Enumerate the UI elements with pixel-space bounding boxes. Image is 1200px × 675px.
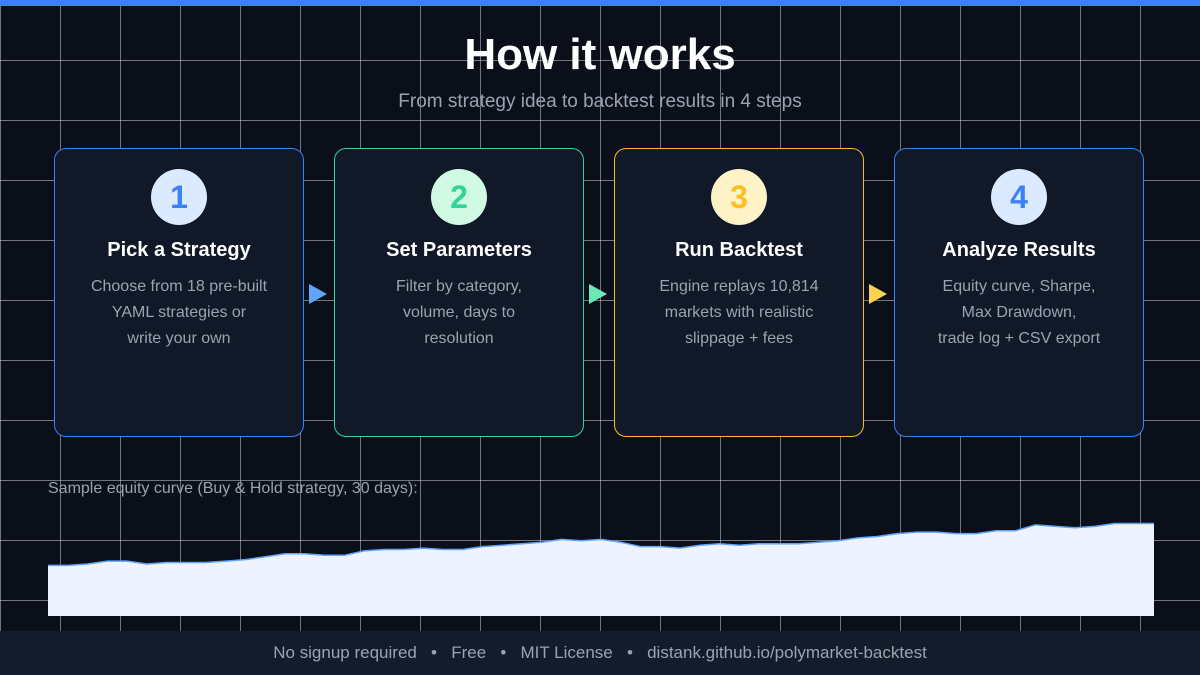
step-description: Engine replays 10,814 markets with reali… xyxy=(659,278,819,347)
equity-curve-chart xyxy=(48,522,1154,616)
step-number-badge: 4 xyxy=(991,169,1047,225)
footer-license: MIT License xyxy=(520,643,613,662)
accent-top-bar xyxy=(0,0,1200,6)
step-card-4: 4 Analyze Results Equity curve, Sharpe, … xyxy=(894,148,1144,437)
step-title: Run Backtest xyxy=(675,239,803,261)
step-title: Analyze Results xyxy=(942,239,1096,261)
step-description: Choose from 18 pre-built YAML strategies… xyxy=(90,278,268,347)
step-description: Equity curve, Sharpe, Max Drawdown, trad… xyxy=(937,278,1101,347)
step-arrow-icon xyxy=(869,284,887,304)
step-number-badge: 3 xyxy=(711,169,767,225)
footer-bar: No signup required • Free • MIT License … xyxy=(0,631,1200,675)
step-card-2: 2 Set Parameters Filter by category, vol… xyxy=(334,148,584,437)
step-title: Set Parameters xyxy=(386,239,532,261)
step-card-1: 1 Pick a Strategy Choose from 18 pre-bui… xyxy=(54,148,304,437)
footer-separator: • xyxy=(626,643,633,662)
step-card-3: 3 Run Backtest Engine replays 10,814 mar… xyxy=(614,148,864,437)
footer-project-link[interactable]: distank.github.io/polymarket-backtest xyxy=(647,643,927,662)
step-title: Pick a Strategy xyxy=(107,239,251,261)
step-arrow-icon xyxy=(589,284,607,304)
chart-caption: Sample equity curve (Buy & Hold strategy… xyxy=(48,480,418,497)
equity-line xyxy=(48,522,1154,567)
step-number-badge: 2 xyxy=(431,169,487,225)
footer-free: Free xyxy=(451,643,487,662)
footer-separator: • xyxy=(500,643,507,662)
footer-no-signup: No signup required xyxy=(273,643,417,662)
step-description: Filter by category, volume, days to reso… xyxy=(396,278,522,347)
equity-area xyxy=(48,523,1154,616)
page-title: How it works xyxy=(464,30,736,79)
step-arrow-icon xyxy=(309,284,327,304)
footer-separator: • xyxy=(431,643,437,662)
page-subtitle: From strategy idea to backtest results i… xyxy=(398,91,802,112)
step-number-badge: 1 xyxy=(151,169,207,225)
